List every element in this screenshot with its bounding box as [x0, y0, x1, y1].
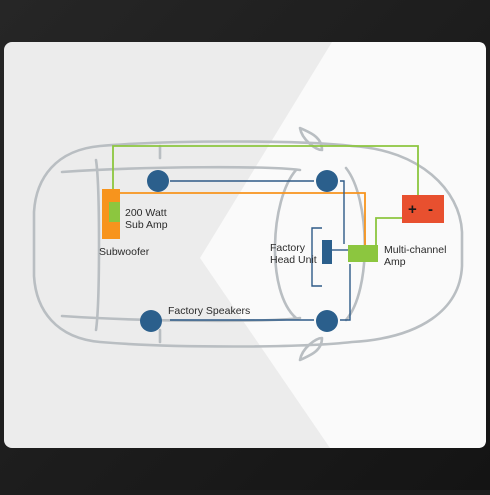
sub-signal-wire	[120, 192, 366, 245]
rear-window	[94, 158, 101, 332]
sub-wires	[120, 192, 366, 245]
battery-plus-sign: +	[408, 201, 417, 218]
power-wire-multi-amp	[375, 217, 402, 246]
speaker-rear-right	[140, 310, 162, 332]
speaker-front-left	[316, 170, 338, 192]
wire-head-unit	[311, 227, 322, 287]
speaker-front-right	[316, 310, 338, 332]
mirror-bottom	[298, 336, 324, 362]
multi-amp-label: Multi-channel Amp	[384, 244, 447, 268]
power-wire-sub-amp	[112, 145, 419, 195]
speaker-rear-left	[147, 170, 169, 192]
head-unit-label: Factory Head Unit	[270, 242, 317, 266]
head-unit	[322, 240, 332, 264]
speaker-wires	[170, 180, 351, 321]
mirror-top	[298, 126, 324, 152]
wire-front-left	[340, 180, 345, 244]
sub-amp-label: 200 Watt Sub Amp	[125, 207, 168, 231]
battery-minus-sign: -	[428, 201, 433, 218]
speakers	[140, 170, 338, 332]
windshield-rear	[273, 168, 298, 320]
car-body	[32, 140, 464, 348]
power-wires	[112, 145, 419, 246]
speakers-label: Factory Speakers	[168, 305, 251, 317]
wire-front-right	[340, 264, 351, 321]
battery	[402, 195, 444, 223]
subwoofer-label: Subwoofer	[99, 246, 150, 258]
multi-channel-amp	[348, 245, 378, 262]
sub-amp-unit	[109, 202, 120, 222]
car-outline	[32, 126, 464, 362]
